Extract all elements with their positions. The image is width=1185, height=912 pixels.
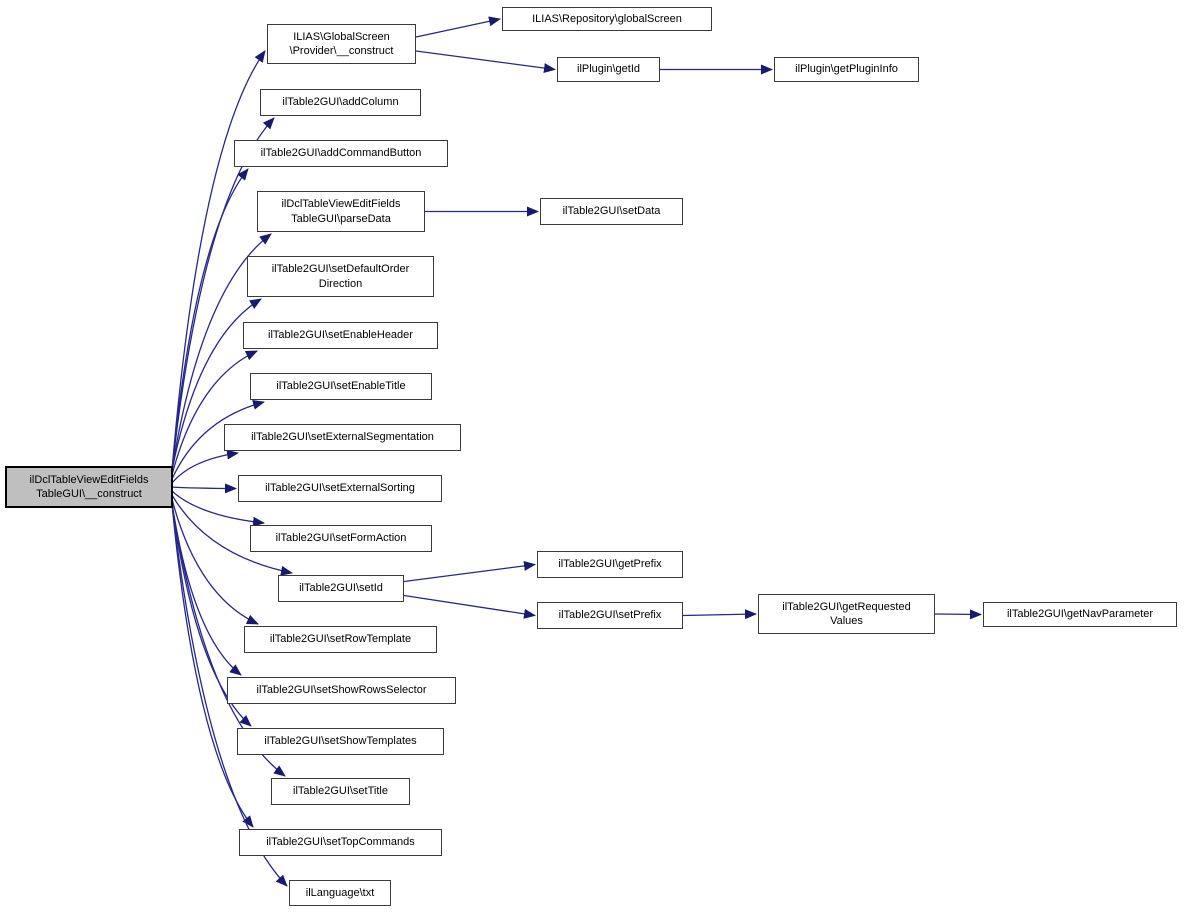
node-getprefix[interactable]: ilTable2GUI\getPrefix — [537, 551, 683, 578]
edge-globalscreen-provider-construct-to-plugin-getid — [415, 50, 556, 74]
edge-construct-to-settitle — [171, 503, 286, 777]
node-setenabletitle[interactable]: ilTable2GUI\setEnableTitle — [250, 373, 432, 400]
edge-setid-to-setprefix — [403, 594, 536, 619]
node-setshowtemplates[interactable]: ilTable2GUI\setShowTemplates — [237, 728, 444, 755]
node-setshowrowsselector[interactable]: ilTable2GUI\setShowRowsSelector — [227, 677, 456, 704]
node-setrowtemplate[interactable]: ilTable2GUI\setRowTemplate — [244, 626, 437, 653]
edge-construct-to-setformaction — [171, 490, 265, 527]
node-setdata[interactable]: ilTable2GUI\setData — [540, 198, 683, 225]
node-construct: ilDclTableViewEditFields TableGUI\__cons… — [5, 466, 173, 508]
node-setenableheader[interactable]: ilTable2GUI\setEnableHeader — [243, 322, 438, 349]
node-setdefaultorderdirection[interactable]: ilTable2GUI\setDefaultOrder Direction — [247, 256, 434, 297]
node-getnavparameter[interactable]: ilTable2GUI\getNavParameter — [983, 602, 1177, 627]
node-settitle[interactable]: ilTable2GUI\setTitle — [271, 778, 410, 805]
node-language-txt[interactable]: ilLanguage\txt — [289, 880, 391, 906]
node-repository-globalscreen[interactable]: ILIAS\Repository\globalScreen — [502, 7, 712, 31]
edge-setid-to-getprefix — [403, 560, 536, 583]
edge-construct-to-setdefaultorderdirection — [171, 298, 262, 471]
node-setexternalsegmentation[interactable]: ilTable2GUI\setExternalSegmentation — [224, 424, 461, 451]
edge-construct-to-setid — [171, 494, 293, 576]
node-addcommandbutton[interactable]: ilTable2GUI\addCommandButton — [234, 140, 448, 167]
edge-construct-to-setexternalsegmentation — [171, 449, 239, 484]
edge-getrequestedvalues-to-getnavparameter — [934, 609, 982, 620]
node-setid[interactable]: ilTable2GUI\setId — [278, 575, 404, 602]
edge-construct-to-addcommandbutton — [171, 168, 249, 471]
node-plugin-getplugininfo[interactable]: ilPlugin\getPluginInfo — [774, 57, 919, 82]
edge-construct-to-language-txt — [171, 503, 288, 887]
node-settopcommands[interactable]: ilTable2GUI\setTopCommands — [239, 829, 442, 856]
node-getrequestedvalues[interactable]: ilTable2GUI\getRequested Values — [758, 594, 935, 634]
node-globalscreen-provider-construct[interactable]: ILIAS\GlobalScreen \Provider\__construct — [267, 24, 416, 64]
edge-construct-to-globalscreen-provider-construct — [171, 50, 266, 471]
node-parsedata[interactable]: ilDclTableViewEditFields TableGUI\parseD… — [257, 191, 425, 232]
node-setexternalsorting[interactable]: ilTable2GUI\setExternalSorting — [238, 475, 442, 502]
node-plugin-getid[interactable]: ilPlugin\getId — [557, 57, 660, 82]
edge-globalscreen-provider-construct-to-repository-globalscreen — [415, 16, 501, 38]
edge-construct-to-setexternalsorting — [171, 483, 237, 494]
edge-construct-to-setshowtemplates — [171, 503, 252, 727]
edge-construct-to-setrowtemplate — [171, 499, 259, 625]
edge-setprefix-to-getrequestedvalues — [682, 609, 757, 620]
edge-construct-to-parsedata — [171, 233, 272, 471]
edge-construct-to-setenableheader — [171, 350, 258, 476]
node-setprefix[interactable]: ilTable2GUI\setPrefix — [537, 602, 683, 629]
node-setformaction[interactable]: ilTable2GUI\setFormAction — [250, 525, 432, 552]
node-addcolumn[interactable]: ilTable2GUI\addColumn — [260, 89, 421, 116]
edge-construct-to-setenabletitle — [171, 399, 265, 480]
edge-construct-to-settopcommands — [171, 503, 254, 828]
